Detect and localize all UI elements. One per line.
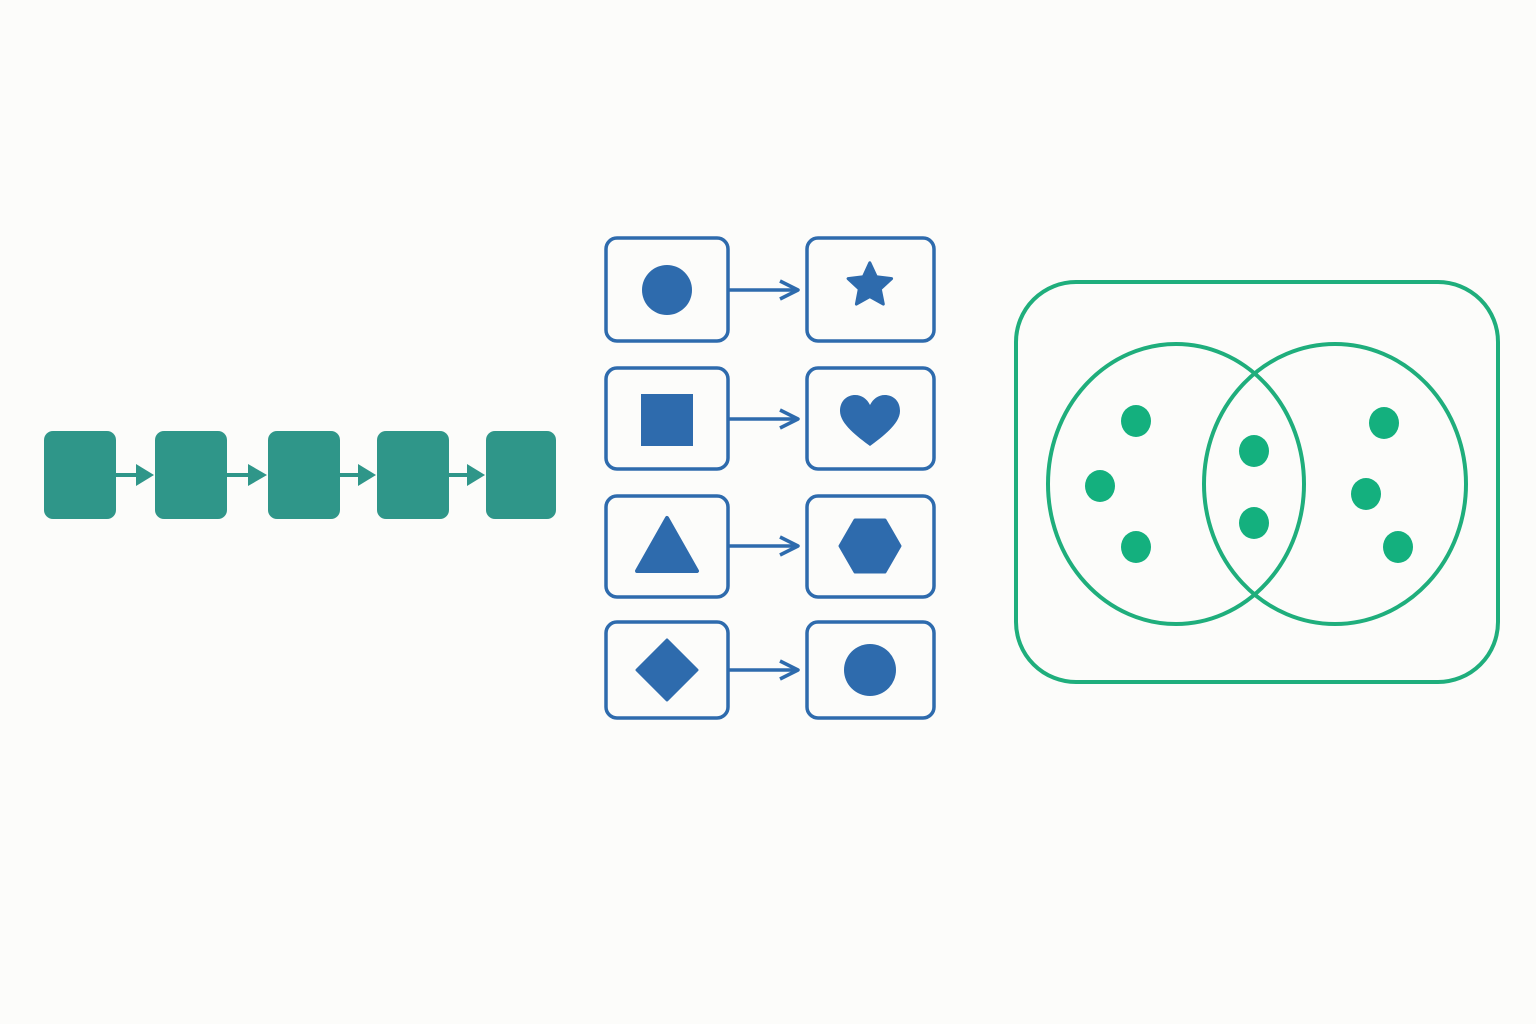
circle-icon: [642, 265, 692, 315]
square-icon: [641, 394, 693, 446]
chain-arrow-2: [227, 464, 267, 486]
heart-icon: [840, 395, 900, 446]
circle-icon: [844, 644, 896, 696]
mapping-target-box-2: [805, 366, 936, 471]
universe-frame: [1014, 280, 1500, 684]
chain-node-2: [155, 431, 227, 519]
mapping-group: [604, 236, 936, 720]
set-point: [1369, 407, 1399, 439]
chain-node-3: [268, 431, 340, 519]
mapping-target-box-1: [805, 236, 936, 343]
set-point: [1383, 531, 1413, 563]
chain-arrow-1: [116, 464, 154, 486]
mapping-target-box-4: [805, 620, 936, 720]
triangle-icon: [635, 516, 699, 573]
star-icon: [846, 261, 894, 306]
chain-node-5: [486, 431, 556, 519]
diamond-icon: [635, 638, 699, 702]
chain-arrow-4: [449, 464, 485, 486]
set-point: [1351, 478, 1381, 510]
mapping-icons: [635, 261, 902, 702]
set-point: [1121, 405, 1151, 437]
mapping-target-box-3: [805, 494, 936, 599]
set-point: [1121, 531, 1151, 563]
chain-group: [44, 431, 556, 519]
intersection-point: [1239, 435, 1269, 467]
chain-node-4: [377, 431, 449, 519]
chain-arrow-3: [340, 464, 376, 486]
set-point: [1085, 470, 1115, 502]
venn-group: [1014, 280, 1500, 684]
set-b-ellipse: [1202, 342, 1468, 626]
chain-node-1: [44, 431, 116, 519]
hexagon-icon: [838, 518, 902, 574]
intersection-point: [1239, 507, 1269, 539]
set-a-ellipse: [1046, 342, 1306, 626]
